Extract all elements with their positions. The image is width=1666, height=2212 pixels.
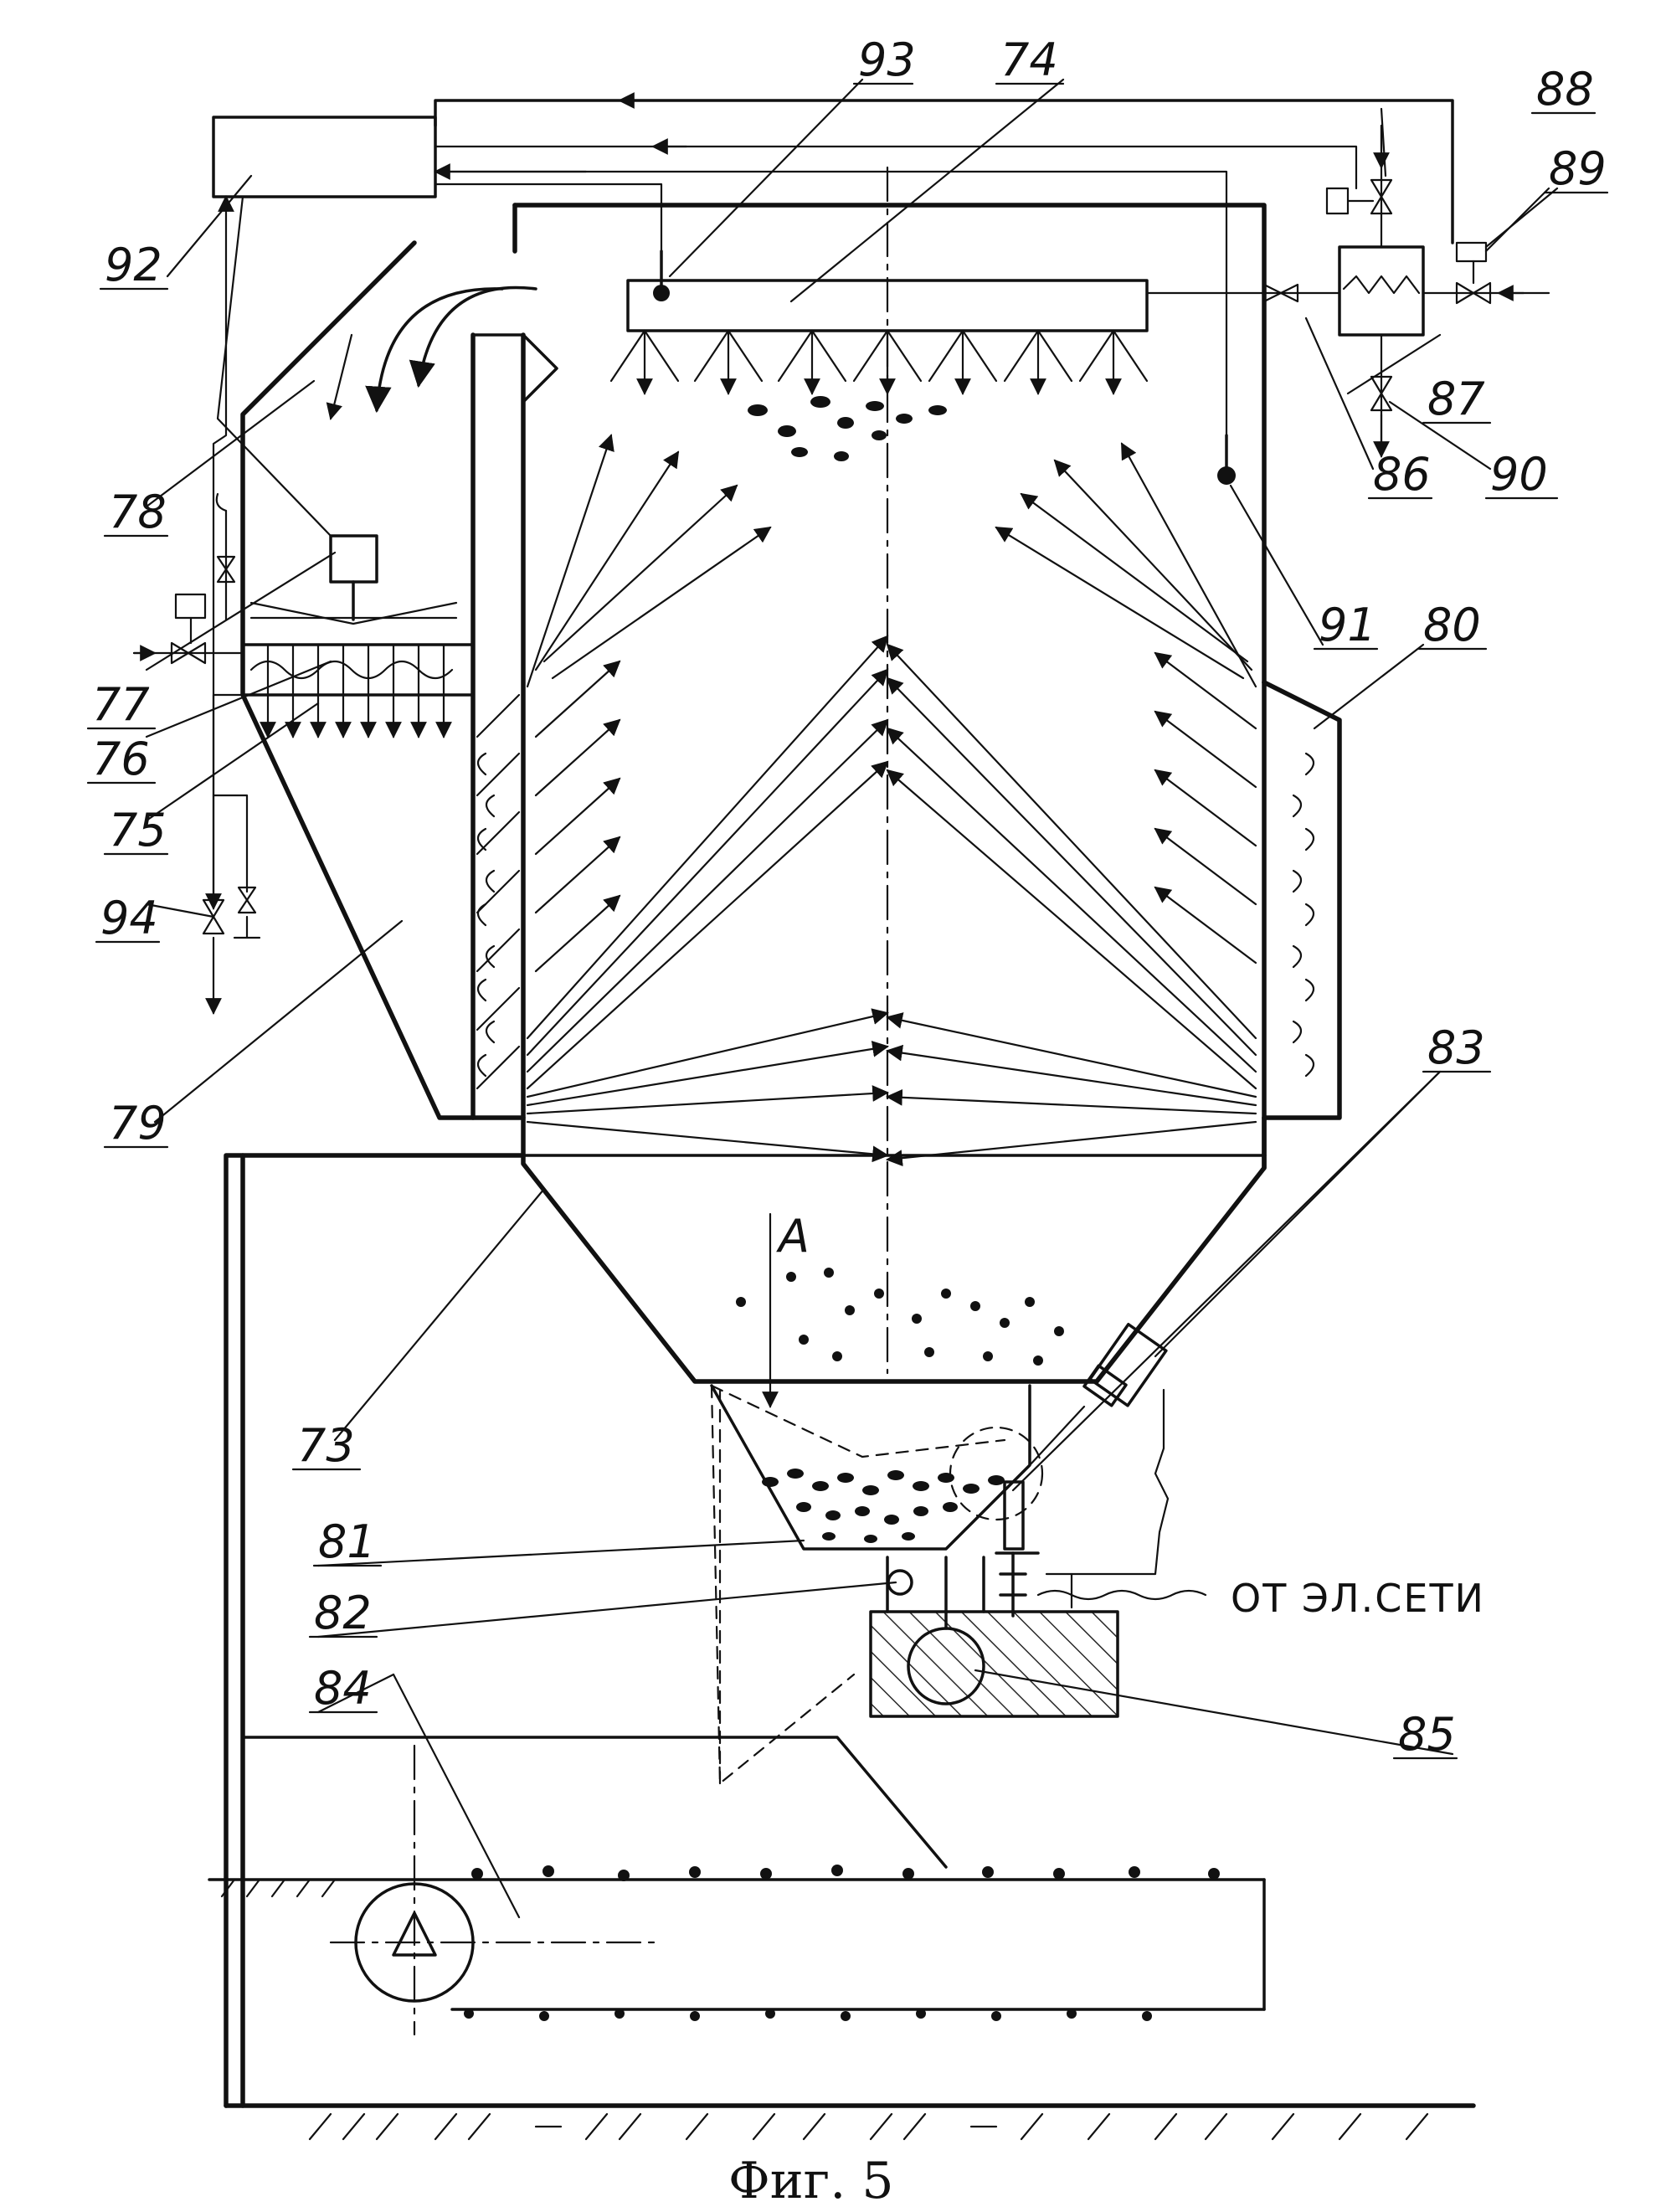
- reference-labels: 93 74 88 89 92 87 86 90 78 91 80 77 76 7…: [92, 33, 1607, 1761]
- label-84: 84: [314, 1662, 372, 1715]
- support-frame: [224, 1115, 1476, 2141]
- label-90: 90: [1490, 448, 1548, 501]
- right-column: [1262, 680, 1342, 1120]
- product-hopper: [710, 1384, 1044, 1785]
- label-94: 94: [100, 892, 158, 944]
- label-86: 86: [1373, 448, 1431, 501]
- falling-particles: [736, 1212, 1064, 1408]
- left-valves: [132, 492, 261, 1015]
- section-a-label: A: [776, 1210, 810, 1263]
- heat-exchanger: [1325, 124, 1550, 458]
- drying-chamber: [512, 166, 1267, 1384]
- label-80: 80: [1423, 599, 1481, 651]
- label-89: 89: [1549, 142, 1607, 195]
- power-source-label: ОТ ЭЛ.СЕТИ: [1231, 1576, 1485, 1621]
- label-75: 75: [109, 804, 167, 857]
- figure-caption: Фиг. 5: [728, 2152, 894, 2210]
- left-heater-column: [240, 240, 558, 1120]
- label-82: 82: [314, 1587, 372, 1639]
- label-77: 77: [92, 678, 150, 731]
- label-78: 78: [109, 486, 167, 538]
- label-93: 93: [858, 33, 916, 86]
- label-87: 87: [1427, 373, 1485, 425]
- label-underlines: [86, 82, 1609, 1760]
- radiation-rays-left: [526, 434, 889, 1163]
- conveyor: [208, 1736, 1266, 2036]
- label-74: 74: [1000, 33, 1058, 86]
- label-88: 88: [1536, 63, 1594, 116]
- drive-mechanism: [869, 1322, 1207, 1718]
- label-92: 92: [105, 239, 162, 291]
- label-85: 85: [1398, 1708, 1456, 1761]
- leader-lines: [145, 78, 1559, 1919]
- label-79: 79: [109, 1097, 167, 1150]
- label-73: 73: [297, 1419, 355, 1472]
- control-unit: [205, 92, 1454, 910]
- label-81: 81: [318, 1515, 376, 1568]
- radiation-rays-right: [886, 442, 1257, 1167]
- label-76: 76: [92, 733, 150, 785]
- label-91: 91: [1319, 599, 1376, 651]
- label-83: 83: [1427, 1021, 1485, 1074]
- spray-header: [609, 249, 1149, 461]
